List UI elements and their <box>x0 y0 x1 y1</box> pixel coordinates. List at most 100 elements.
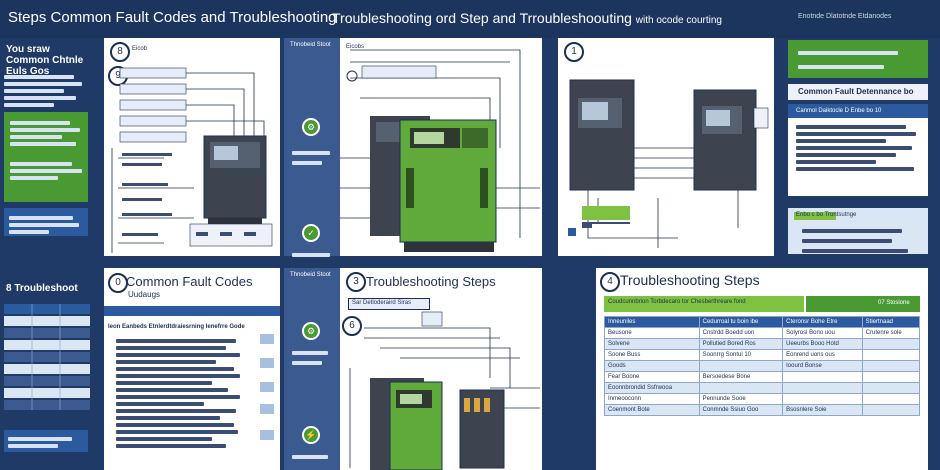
right-title: Common Fault Detennance bo <box>798 87 914 96</box>
col-header: Cedurroal tu boin ibe <box>698 316 784 328</box>
right-bottom-box: Enbo c bo Trontsutnge <box>788 208 928 254</box>
table-cell <box>861 360 921 372</box>
left-mini-table-svg <box>4 304 90 410</box>
panel6-box: Sar Detloderaird Siras <box>348 298 430 310</box>
panel5-header-bar <box>104 306 280 316</box>
table-cell <box>861 349 921 361</box>
panel5-tag-1 <box>260 334 274 344</box>
panel5-tag-5 <box>260 430 274 440</box>
table-cell: Conmnde Ssiuo Goo <box>698 404 784 416</box>
table-cell: Pennunde Sooe <box>698 393 784 405</box>
right-info-box: Canmol Daiktocle D Enbe bo 10 <box>788 104 928 196</box>
table-cell: Beusone <box>604 327 700 339</box>
table-cell: Bsosnlere Soie <box>782 404 863 416</box>
left-text-block-1 <box>4 72 88 110</box>
table-cell: Eoonnbrondid Ssfrwooa <box>604 382 700 394</box>
right-green-banner <box>788 40 928 78</box>
panel5-number: 0 <box>108 273 128 293</box>
table-cell: Solyrosl Bono uou <box>782 327 863 339</box>
left-title: You sraw Common Chtnle Euls Gos <box>6 44 84 77</box>
mid-strip-2-label: Thnobeid Stoot <box>290 272 331 278</box>
panel6-box-label: Sar Detloderaird Siras <box>352 300 412 306</box>
table-cell <box>782 393 863 405</box>
panel3-number: 1 <box>564 42 584 62</box>
panel7-title: Troubleshooting Steps <box>620 272 760 288</box>
left-subtitle: 8 Troubleshoot <box>6 283 78 294</box>
table-cell: Coenmont Bote <box>604 404 700 416</box>
panel6-number-2: 6 <box>342 316 362 336</box>
panel5-tag-3 <box>260 382 274 392</box>
panel-wiring-3: 1 <box>558 38 774 256</box>
table-cell <box>861 338 921 350</box>
table-row: Eoonnbrondid Ssfrwooa <box>604 382 921 394</box>
panel7-number: 4 <box>600 272 620 292</box>
header-center-title: Troubleshooting ord Step and Trroublesho… <box>332 10 722 26</box>
panel6-title: Troubleshooting Steps <box>366 274 496 289</box>
mid-strip-2-icon-2: ⚡ <box>302 426 320 444</box>
table-cell: Ueeurbs Booo Hotd <box>782 338 863 350</box>
table-cell: Goods <box>604 360 700 372</box>
panel5-row-label: Ieon Eanbeds Etnlerdtdraiesrning Ienefrr… <box>108 324 245 330</box>
table-cell: Inmeooconn <box>604 393 700 405</box>
panel5-tag-2 <box>260 358 274 368</box>
table-header-row: Inneuniles Cedurroal tu boin ibe Cterons… <box>604 316 921 328</box>
right-sub: Canmol Daiktocle D Enbe bo 10 <box>796 108 882 114</box>
table-row: Goods Ioourd Bonse <box>604 360 921 372</box>
table-cell <box>861 382 921 394</box>
panel7-table: Inneuniles Cedurroal tu boin ibe Cterons… <box>604 316 921 416</box>
table-cell <box>698 360 784 372</box>
panel5-title: Common Fault Codes <box>126 274 253 289</box>
table-cell <box>782 371 863 383</box>
header-left-title: Steps Common Fault Codes and Troubleshoo… <box>8 9 337 26</box>
panel1-diagram <box>111 67 273 253</box>
mid-strip-icon-2: ✓ <box>302 224 320 242</box>
panel7-header-right: 07 Stosione <box>878 300 910 306</box>
right-bottom-heading: Enbo c bo Trontsutnge <box>796 212 857 218</box>
panel3-diagram <box>568 79 769 248</box>
panel6-number: 3 <box>346 272 366 292</box>
left-bottom-card <box>4 430 88 452</box>
mid-strip-2-icon-1: ⚙ <box>302 322 320 340</box>
panel5-list <box>116 336 240 451</box>
panel5-subtitle: Uudaugs <box>128 290 161 299</box>
header-center-text: Troubleshooting ord Step and Trroublesho… <box>332 10 632 26</box>
header-center-small: with ocode courting <box>635 15 722 26</box>
panel1-label: Eicob <box>132 46 148 52</box>
panel7-header-left: Coudcunnbrion Torbdecaro tor Chesberthre… <box>608 299 746 305</box>
table-cell: Fear Boone <box>604 371 700 383</box>
panel-wiring-1: 8 Eicob 9 <box>104 38 280 256</box>
table-cell <box>861 371 921 383</box>
col-header: Stiertnaad <box>861 316 921 328</box>
mid-strip-1: Thnobeid Stoot ⚙ ✓ <box>284 38 340 257</box>
table-cell: Crutenre sole <box>861 327 921 339</box>
table-cell <box>861 393 921 405</box>
panel6-diagram <box>349 311 540 470</box>
panel2-diagram <box>340 49 540 252</box>
table-cell: Soonrrg Sontul 10 <box>698 349 784 361</box>
panel-fault-codes: 0 Common Fault Codes Uudaugs Ieon Eanbed… <box>104 268 280 470</box>
col-header: Inneuniles <box>604 316 700 328</box>
panel5-tag-4 <box>260 404 274 414</box>
table-cell: Soone Buss <box>604 349 700 361</box>
panel7-header-left-bar: Coudcunnbrion Torbdecaro tor Chesberthre… <box>604 296 804 312</box>
panel1-number: 8 <box>110 42 130 62</box>
col-header: Cteronsr Bohe Etre <box>782 316 863 328</box>
header-bar: Steps Common Fault Codes and Troubleshoo… <box>0 0 940 38</box>
left-green-card <box>4 112 88 202</box>
mid-strip-label: Thnobeid Stoot <box>290 42 331 48</box>
panel-troubleshooting-diagram: 3 Troubleshooting Steps Sar Detloderaird… <box>340 268 542 470</box>
table-cell <box>782 382 863 394</box>
mid-strip-2: Thnobeid Stoot ⚙ ⚡ <box>284 268 340 470</box>
table-cell: Ioourd Bonse <box>782 360 863 372</box>
mid-strip-icon-1: ⚙ <box>302 118 320 136</box>
table-cell: Pollutied Bored Ros <box>698 338 784 350</box>
left-blue-card <box>4 208 88 236</box>
panel-troubleshooting-table: 4 Troubleshooting Steps Coudcunnbrion To… <box>596 268 928 470</box>
header-right-note: Enotnde Dlatotnde Etdanodes <box>798 13 892 20</box>
table-cell: Bersoedese Bone <box>698 371 784 383</box>
